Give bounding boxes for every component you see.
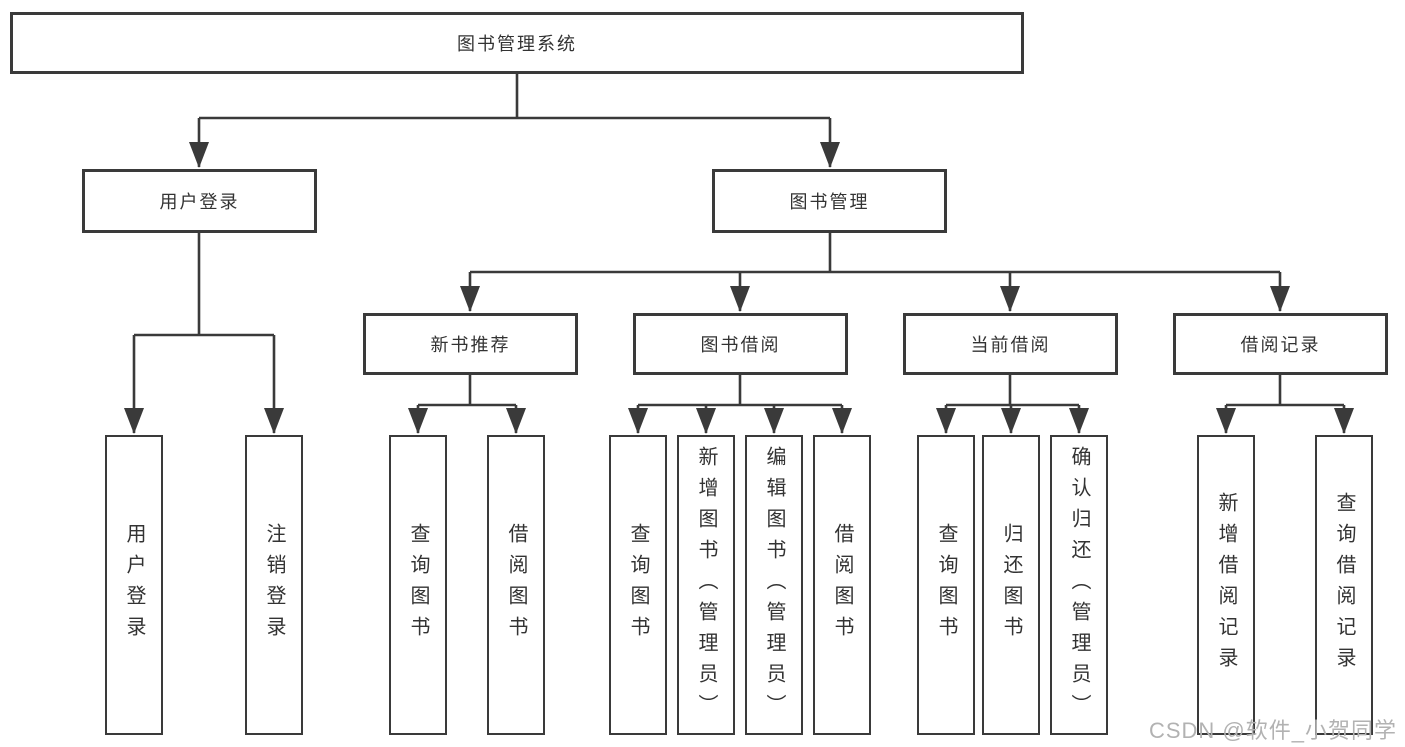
leaf-query-books-recommend: 查询图书 [389,435,447,735]
leaf-borrow-books-recommend: 借阅图书 [487,435,545,735]
node-book-borrowing: 图书借阅 [633,313,848,375]
node-book-management: 图书管理 [712,169,947,233]
leaf-confirm-return-admin: 确认归还（管理员） [1050,435,1108,735]
leaf-add-books-admin-label: 新增图书（管理员） [695,445,717,725]
leaf-user-login: 用户登录 [105,435,163,735]
node-current-borrowing: 当前借阅 [903,313,1118,375]
node-root: 图书管理系统 [10,12,1024,74]
leaf-query-books-borrowing: 查询图书 [609,435,667,735]
leaf-edit-books-admin: 编辑图书（管理员） [745,435,803,735]
leaf-query-borrow-record: 查询借阅记录 [1315,435,1373,735]
leaf-borrow-books-borrowing: 借阅图书 [813,435,871,735]
leaf-add-books-admin: 新增图书（管理员） [677,435,735,735]
leaf-query-books-current-label: 查询图书 [935,523,957,647]
node-book-borrowing-label: 图书借阅 [700,335,781,355]
node-new-book-recommend: 新书推荐 [363,313,578,375]
node-new-book-recommend-label: 新书推荐 [430,335,511,355]
leaf-query-books-current: 查询图书 [917,435,975,735]
node-borrowing-records-label: 借阅记录 [1240,335,1321,355]
node-current-borrowing-label: 当前借阅 [970,335,1051,355]
leaf-query-books-borrowing-label: 查询图书 [627,523,649,647]
leaf-confirm-return-admin-label: 确认归还（管理员） [1068,445,1090,725]
leaf-return-books: 归还图书 [982,435,1040,735]
leaf-query-books-recommend-label: 查询图书 [407,523,429,647]
leaf-borrow-books-borrowing-label: 借阅图书 [831,523,853,647]
node-book-management-label: 图书管理 [789,192,870,212]
node-user-login-branch-label: 用户登录 [159,192,240,212]
csdn-watermark: CSDN @软件_小贺同学 [1148,718,1397,743]
leaf-logout-label: 注销登录 [263,523,285,647]
leaf-user-login-label: 用户登录 [123,523,145,647]
leaf-borrow-books-recommend-label: 借阅图书 [505,523,527,647]
node-borrowing-records: 借阅记录 [1173,313,1388,375]
leaf-query-borrow-record-label: 查询借阅记录 [1333,492,1355,678]
leaf-add-borrow-record: 新增借阅记录 [1197,435,1255,735]
node-root-label: 图书管理系统 [457,34,577,54]
node-user-login-branch: 用户登录 [82,169,317,233]
connector-group [124,74,1354,434]
leaf-add-borrow-record-label: 新增借阅记录 [1215,492,1237,678]
leaf-logout: 注销登录 [245,435,303,735]
leaf-return-books-label: 归还图书 [1000,523,1022,647]
leaf-edit-books-admin-label: 编辑图书（管理员） [763,445,785,725]
